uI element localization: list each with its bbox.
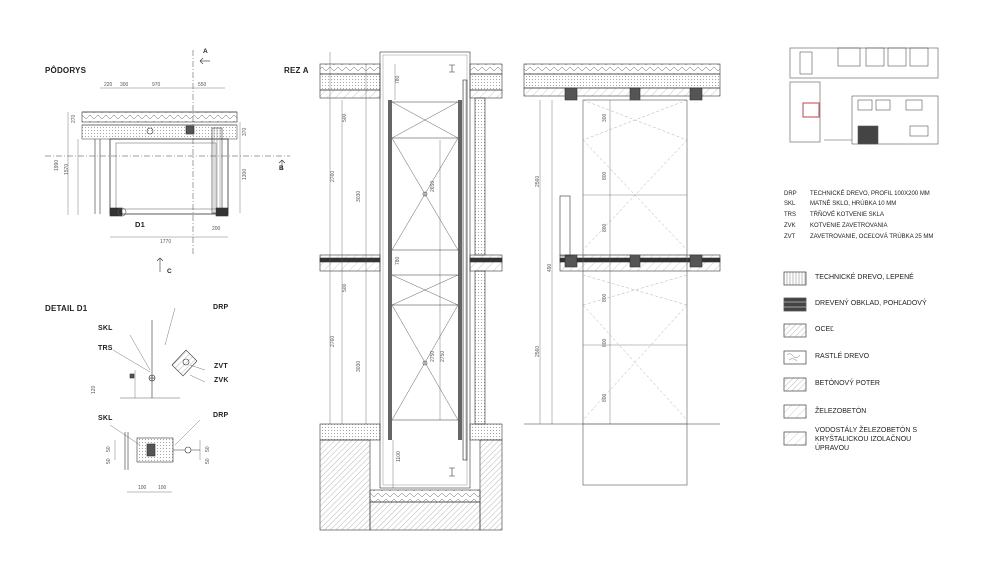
svg-text:2760: 2760 <box>330 336 336 347</box>
svg-text:800: 800 <box>602 393 608 402</box>
legend-swatch-wood-cladding <box>783 297 807 312</box>
section-title: REZ A <box>284 66 309 75</box>
legend-swatch-reinforced-concrete <box>783 404 807 419</box>
svg-text:370: 370 <box>242 127 248 136</box>
svg-text:970: 970 <box>152 82 161 88</box>
legend-label: DREVENÝ OBKLAD, POHĽADOVÝ <box>815 300 927 307</box>
svg-text:490: 490 <box>547 263 553 272</box>
svg-text:200: 200 <box>212 226 221 232</box>
section-b-dimensions: 2560 300 800 800 490 2560 800 800 800 <box>535 113 608 402</box>
label-zvt: ZVT <box>214 363 228 370</box>
svg-text:1300: 1300 <box>242 169 248 180</box>
detail-dimensions: 120 50 50 100 100 50 50 <box>91 385 211 491</box>
svg-text:300: 300 <box>602 113 608 122</box>
detail-drawing <box>109 307 206 493</box>
svg-text:220: 220 <box>104 82 113 88</box>
svg-text:300: 300 <box>120 82 129 88</box>
legend-label: BETÓNOVÝ POTER <box>815 380 880 387</box>
svg-text:50: 50 <box>106 458 112 464</box>
section-marker-a: A <box>203 48 208 55</box>
svg-text:1100: 1100 <box>396 451 402 462</box>
legend-label: TECHNICKÉ DREVO, LEPENÉ <box>815 274 914 281</box>
svg-text:800: 800 <box>602 293 608 302</box>
svg-text:1770: 1770 <box>160 239 171 245</box>
label-skl-1: SKL <box>98 325 113 332</box>
legend-label: ŽELEZOBETÓN <box>815 408 867 415</box>
svg-text:2760: 2760 <box>330 171 336 182</box>
svg-text:2560: 2560 <box>535 346 541 357</box>
svg-text:50: 50 <box>205 446 211 452</box>
section-marker-b: B <box>279 165 284 172</box>
svg-text:2750: 2750 <box>430 351 436 362</box>
plan-drawing <box>45 50 290 272</box>
label-drp-1: DRP <box>213 304 229 311</box>
key-plan <box>789 47 939 145</box>
svg-text:3030: 3030 <box>356 361 362 372</box>
legend-swatch-technical-wood <box>783 271 807 286</box>
svg-text:500: 500 <box>342 113 348 122</box>
svg-text:550: 550 <box>198 82 207 88</box>
svg-text:50: 50 <box>106 446 112 452</box>
detail-marker-d1: D1 <box>135 220 145 229</box>
section-b-drawing <box>523 63 721 486</box>
detail-title: DETAIL D1 <box>45 304 88 313</box>
legend-label: OCEĽ <box>815 326 835 333</box>
svg-text:780: 780 <box>395 75 401 84</box>
svg-text:270: 270 <box>71 114 77 123</box>
section-marker-c: C <box>167 268 172 275</box>
plan-title: PÔDORYS <box>45 66 87 75</box>
svg-text:800: 800 <box>602 338 608 347</box>
svg-text:1570: 1570 <box>64 164 70 175</box>
svg-text:2650: 2650 <box>430 181 436 192</box>
svg-text:780: 780 <box>395 256 401 265</box>
svg-text:2560: 2560 <box>535 176 541 187</box>
svg-text:800: 800 <box>602 171 608 180</box>
svg-text:2750: 2750 <box>440 351 446 362</box>
svg-text:120: 120 <box>91 385 97 394</box>
legend-swatch-steel <box>783 323 807 338</box>
svg-text:100: 100 <box>138 485 147 491</box>
svg-text:500: 500 <box>342 283 348 292</box>
label-trs: TRS <box>98 345 113 352</box>
legend-label: RASTLÉ DREVO <box>815 353 870 360</box>
label-drp-2: DRP <box>213 412 229 419</box>
svg-text:1990: 1990 <box>54 160 60 171</box>
label-zvk: ZVK <box>214 377 229 384</box>
svg-text:50: 50 <box>205 458 211 464</box>
legend-swatch-concrete-screed <box>783 377 807 392</box>
plan-dimensions: 220 300 970 550 1990 1570 270 370 1300 2… <box>54 82 248 245</box>
section-a-drawing <box>319 51 503 531</box>
legend-swatch-waterproof-concrete <box>783 431 807 446</box>
section-a-dimensions: 780 500 2760 2650 3030 2750 780 500 2760… <box>330 75 446 462</box>
svg-text:100: 100 <box>158 485 167 491</box>
svg-text:3030: 3030 <box>356 191 362 202</box>
svg-text:800: 800 <box>602 223 608 232</box>
legend-swatches <box>783 271 807 446</box>
label-skl-2: SKL <box>98 415 113 422</box>
legend-label: VODOSTÁLY ŽELEZOBETÓN S KRYŠTALICKOU IZO… <box>815 427 918 452</box>
